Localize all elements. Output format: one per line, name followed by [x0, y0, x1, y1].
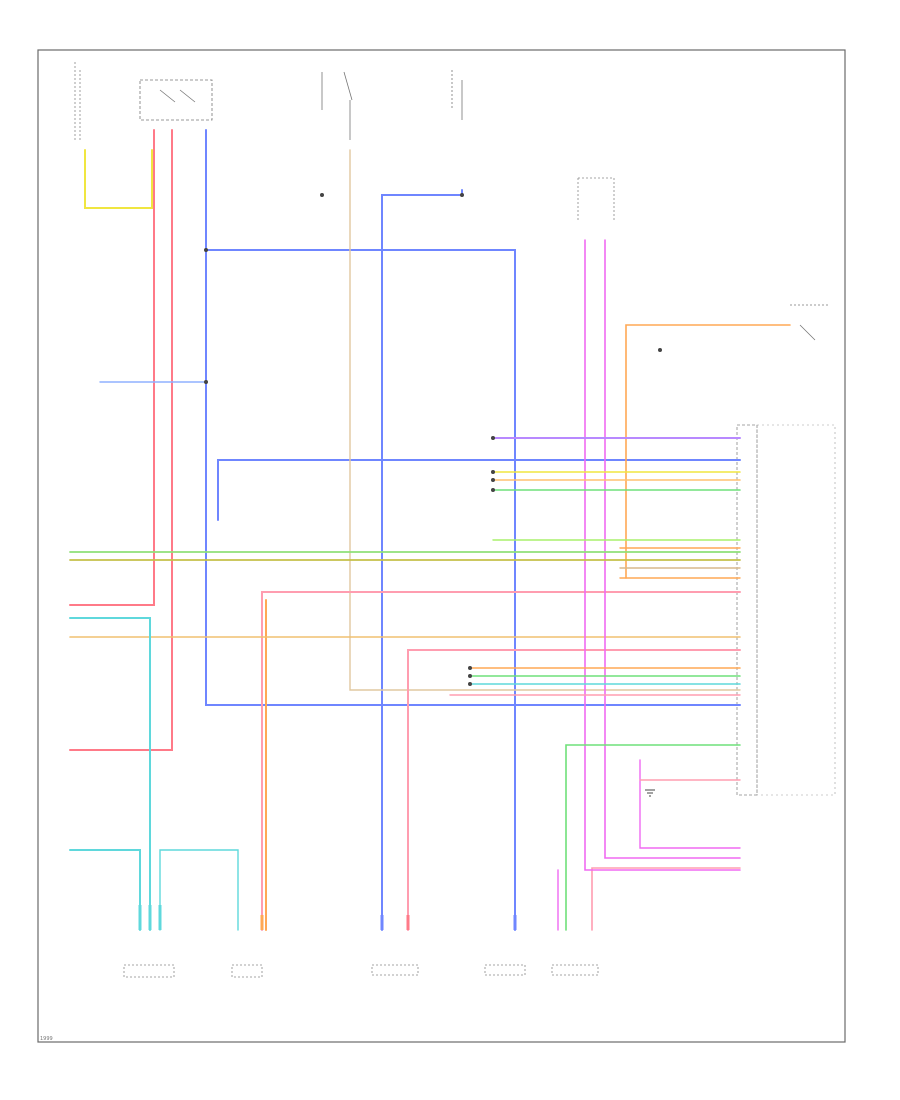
splice-dot-icon	[491, 478, 495, 482]
wire-cyan-2	[69, 849, 141, 931]
wire-red-main	[69, 129, 173, 751]
connector-icon	[123, 964, 175, 978]
transmission-range-switch	[139, 79, 213, 121]
wire-orange-2	[625, 324, 791, 579]
wire-cyan-3	[159, 849, 239, 931]
ground-symbols	[645, 789, 655, 797]
splice-dot-icon	[491, 436, 495, 440]
wire-blue-4	[217, 459, 741, 521]
splice-dots	[204, 193, 662, 686]
wire-pink-1	[407, 649, 741, 931]
terminal-ticks	[138, 905, 517, 930]
wire-magenta-2	[604, 239, 741, 859]
splice-dot-icon	[491, 470, 495, 474]
splice-dot-icon	[204, 248, 208, 252]
wire-yellow-loop	[84, 149, 153, 209]
splice-dot-icon	[204, 380, 208, 384]
fuse-box-top-left	[74, 62, 81, 140]
splice-dot-icon	[468, 666, 472, 670]
splice-dot-icon	[468, 682, 472, 686]
wire-magenta-3	[639, 759, 741, 849]
speedometer-cluster	[577, 177, 615, 220]
wires	[69, 129, 791, 931]
wire-red-2	[69, 129, 155, 606]
wire-blue-3	[381, 189, 463, 931]
splice-dot-icon	[460, 193, 464, 197]
wire-magenta-1	[584, 239, 741, 871]
footer-code: 1999	[40, 1036, 53, 1042]
wire-green-3	[565, 744, 741, 931]
diagram-frame	[37, 49, 846, 1043]
connector-icon	[371, 964, 419, 976]
wire-pink-2	[261, 591, 741, 931]
wire-blue-1	[205, 129, 741, 706]
connector-icon	[551, 964, 599, 976]
ground-symbol-icon	[645, 789, 655, 797]
splice-dot-icon	[468, 674, 472, 678]
wire-pink-3	[591, 867, 741, 931]
pcm-connector-block	[736, 424, 836, 796]
brake-switch	[321, 71, 353, 140]
bottom-connectors	[123, 964, 599, 978]
splice-dot-icon	[491, 488, 495, 492]
connector-icon	[484, 964, 526, 976]
splice-dot-icon	[320, 193, 324, 197]
overdrive-switch	[790, 304, 830, 341]
connector-icon	[231, 964, 263, 978]
wire-tan-1	[349, 149, 741, 691]
wire-blue-2	[205, 249, 516, 931]
splice-dot-icon	[658, 348, 662, 352]
output-speed-sensor	[451, 70, 463, 120]
wire-cyan-1	[69, 617, 151, 931]
